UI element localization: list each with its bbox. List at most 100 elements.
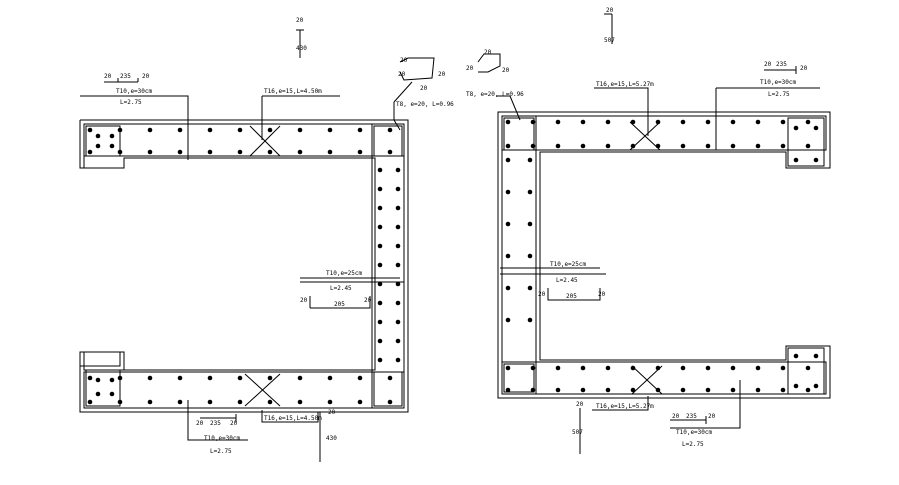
left-bottom-x-mark	[244, 373, 281, 407]
rebar-dot	[605, 365, 611, 371]
rebar-dot	[705, 143, 711, 149]
right-top-dim-c: 20	[800, 65, 808, 72]
rebar-dot	[207, 149, 213, 155]
right-bottom-right-box	[787, 347, 825, 395]
left-mid-dim-line	[309, 296, 371, 309]
rebar-dot	[755, 387, 761, 393]
left-top-tick-a: 20	[296, 17, 304, 24]
right-corner-leader	[496, 95, 521, 121]
rebar-dot	[793, 157, 799, 163]
left-bot-tick-a: 20	[328, 409, 336, 416]
left-bot-bar-label: T10,e=30cm	[204, 435, 241, 442]
right-hook-dim-b: 20	[466, 65, 474, 72]
rebar-dot	[730, 365, 736, 371]
rebar-dot	[580, 143, 586, 149]
left-bottom-corner-box	[85, 369, 121, 407]
rebar-dot	[327, 127, 333, 133]
rebar-dot	[705, 365, 711, 371]
rebar-dot	[527, 285, 533, 291]
rebar-dot	[377, 281, 383, 287]
rebar-dot	[527, 221, 533, 227]
left-stirrup-leader	[261, 95, 340, 140]
right-corner-label: T8, e=20, L=0.96	[466, 91, 524, 98]
left-right-wall	[371, 123, 405, 409]
rebar-dot	[630, 119, 636, 125]
rebar-dot	[207, 399, 213, 405]
rebar-dot	[580, 387, 586, 393]
rebar-dot	[793, 125, 799, 131]
rebar-dot	[793, 383, 799, 389]
rebar-dot	[147, 375, 153, 381]
right-top-dim-line	[764, 66, 797, 74]
rebar-dot	[95, 143, 101, 149]
rebar-dot	[655, 365, 661, 371]
rebar-dot	[630, 387, 636, 393]
rebar-dot	[377, 319, 383, 325]
rebar-dot	[505, 189, 511, 195]
left-bottom-right-box	[373, 371, 403, 407]
right-mid-dim-b: 205	[566, 293, 577, 300]
right-section	[497, 111, 831, 399]
rebar-dot	[813, 157, 819, 163]
rebar-dot	[95, 391, 101, 397]
right-section-outline	[497, 111, 831, 399]
left-mid-dim-a: 20	[300, 297, 308, 304]
right-top-tick	[604, 13, 613, 44]
rebar-dot	[377, 300, 383, 306]
rebar-dot	[87, 399, 93, 405]
rebar-dot	[505, 143, 511, 149]
rebar-dot	[297, 375, 303, 381]
right-mid-bar-length: L=2.45	[556, 277, 578, 284]
rebar-dot	[555, 143, 561, 149]
rebar-dot	[117, 127, 123, 133]
left-hook-dim-b: 20	[438, 71, 446, 78]
rebar-dot	[755, 119, 761, 125]
rebar-dot	[297, 149, 303, 155]
right-hook-shape	[477, 53, 501, 73]
right-mid-bar-label: T10,e=25cm	[550, 261, 587, 268]
rebar-dot	[395, 357, 401, 363]
left-top-tick	[296, 29, 304, 58]
rebar-dot	[177, 375, 183, 381]
rebar-dot	[387, 127, 393, 133]
rebar-dot	[109, 133, 115, 139]
rebar-dot	[147, 149, 153, 155]
rebar-dot	[377, 186, 383, 192]
left-section	[79, 119, 409, 413]
right-mid-dim-line	[547, 288, 601, 301]
rebar-dot	[755, 143, 761, 149]
rebar-dot	[505, 157, 511, 163]
right-bot-stirrup-leader	[592, 396, 649, 411]
rebar-dot	[680, 365, 686, 371]
rebar-dot	[530, 387, 536, 393]
left-top-bar-label: T10,e=30cm	[116, 88, 153, 95]
rebar-dot	[377, 338, 383, 344]
left-top-dim-a: 20	[104, 73, 112, 80]
rebar-dot	[780, 119, 786, 125]
rebar-dot	[267, 149, 273, 155]
rebar-dot	[357, 375, 363, 381]
rebar-dot	[527, 317, 533, 323]
rebar-dot	[555, 119, 561, 125]
left-top-dim-c: 20	[142, 73, 150, 80]
rebar-dot	[680, 387, 686, 393]
rebar-dot	[705, 387, 711, 393]
rebar-dot	[793, 353, 799, 359]
rebar-dot	[377, 357, 383, 363]
left-top-dim-b: 235	[120, 73, 131, 80]
right-top-right-box	[787, 117, 825, 167]
right-bot-bar-leader	[670, 380, 741, 429]
rebar-dot	[805, 365, 811, 371]
left-bot-bar-leader	[187, 400, 248, 441]
left-top-dim-line	[104, 78, 139, 83]
left-top-beam	[83, 123, 405, 157]
left-rebar-dots	[87, 127, 401, 405]
rebar-dot	[117, 375, 123, 381]
rebar-dot	[555, 365, 561, 371]
right-bot-dim-a: 20	[672, 413, 680, 420]
right-top-bar-length: L=2.75	[768, 91, 790, 98]
rebar-dot	[237, 399, 243, 405]
left-bot-dim-c: 20	[230, 420, 238, 427]
rebar-dot	[357, 149, 363, 155]
